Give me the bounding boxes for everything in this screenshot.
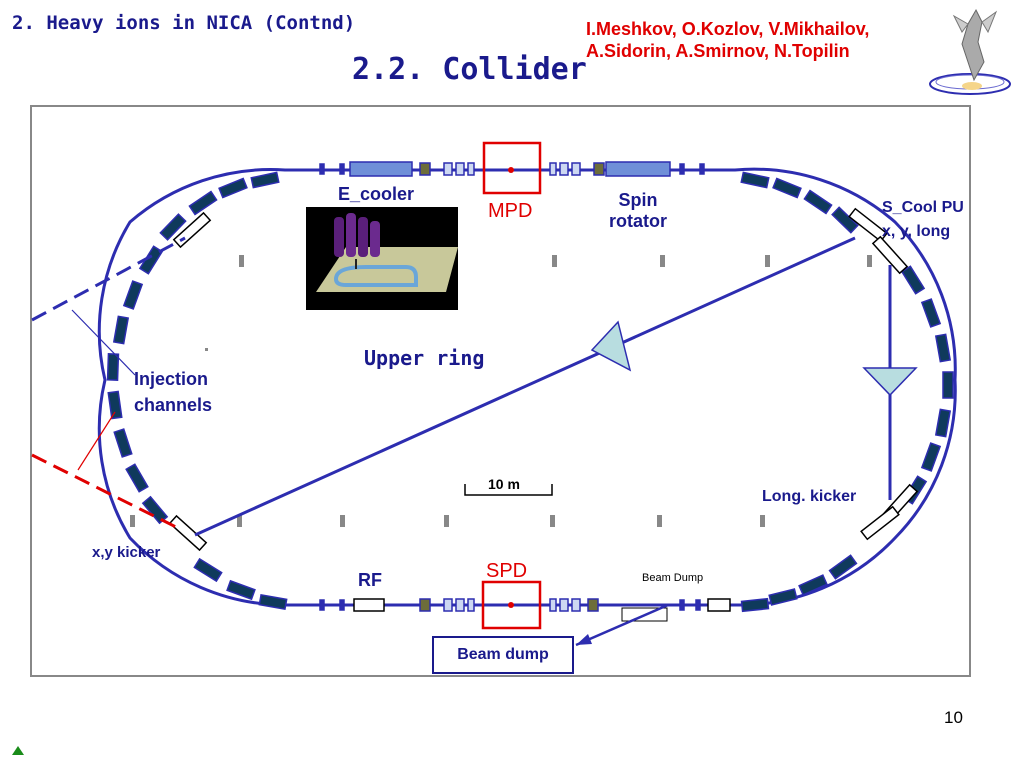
beam-dump-box: Beam dump <box>432 636 574 674</box>
injection-line-1: Injection <box>134 369 209 389</box>
e-cooler-photo <box>306 207 458 310</box>
bottom-straight-elements <box>319 598 731 612</box>
mpd-label: MPD <box>488 200 533 222</box>
nav-triangle-icon[interactable] <box>12 746 24 755</box>
spd-label: SPD <box>486 560 528 582</box>
mpd-ip-marker <box>508 167 514 173</box>
authors: I.Meshkov, O.Kozlov, V.Mikhailov, A.Sido… <box>586 18 869 62</box>
authors-line-2: A.Sidorin, A.Smirnov, N.Topilin <box>586 41 850 61</box>
kicker-elements <box>168 207 919 552</box>
upper-ring-label: Upper ring <box>364 346 485 370</box>
amplifier-triangle-upper <box>590 320 632 372</box>
nica-logo <box>929 8 1011 95</box>
scool-pu-label: S_Cool PU x, y, long <box>882 196 964 244</box>
lower-ring-markers <box>130 255 872 527</box>
slide-title: 2.2. Collider <box>352 52 587 87</box>
scool-pu-line-2: x, y, long <box>882 223 951 240</box>
beam-dump-arrowhead <box>576 634 592 645</box>
beam-dump-arrow <box>575 603 669 647</box>
xy-kicker-label: x,y kicker <box>92 544 161 561</box>
scool-pu-line-1: S_Cool PU <box>882 199 964 216</box>
mpd-detector <box>482 141 542 195</box>
beam-dump-small-label: Beam Dump <box>642 572 704 584</box>
injection-channels-label: Injection channels <box>134 366 212 418</box>
arc-magnets <box>106 171 954 613</box>
injection-channel-blue <box>31 236 186 322</box>
scale-label: 10 m <box>488 476 520 492</box>
spin-rotator-line-1: Spin <box>618 190 658 210</box>
injection-pointer-red <box>77 411 116 471</box>
scale-bar <box>464 484 553 496</box>
injection-line-2: channels <box>134 395 213 415</box>
page-number: 10 <box>944 708 963 727</box>
injection-channel-red <box>31 453 179 530</box>
top-straight-elements <box>319 161 705 177</box>
amplifier-triangle-right <box>862 367 918 397</box>
section-title: 2. Heavy ions in NICA (Contnd) <box>12 12 356 34</box>
long-kicker-label: Long. kicker <box>762 488 857 505</box>
authors-line-1: I.Meshkov, O.Kozlov, V.Mikhailov, <box>586 19 870 39</box>
rf-label: RF <box>358 570 382 590</box>
spin-rotator-line-2: rotator <box>609 211 667 231</box>
spd-ip-marker <box>508 602 514 608</box>
spd-detector <box>481 580 542 630</box>
spin-rotator-label: Spin rotator <box>598 190 678 232</box>
injection-pointer-blue <box>71 309 136 376</box>
e-cooler-label: E_cooler <box>338 184 415 204</box>
